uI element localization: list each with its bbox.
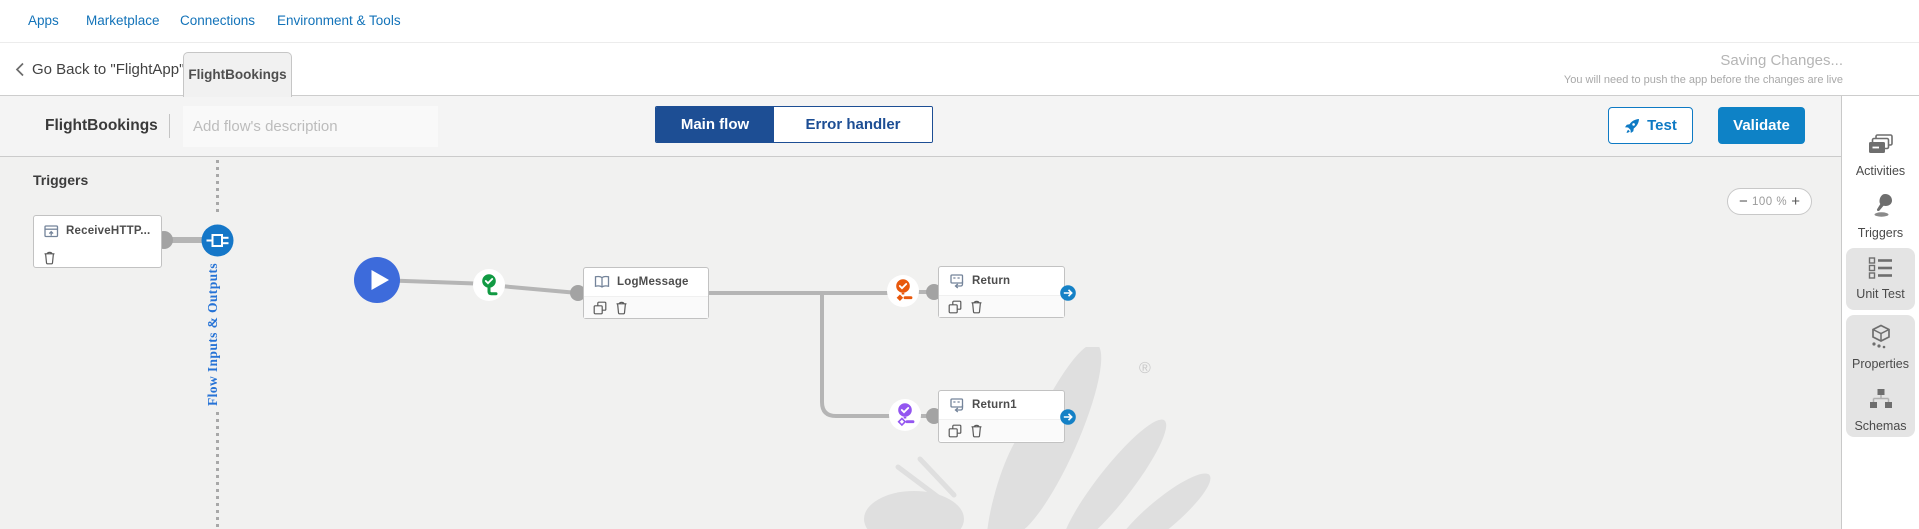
branch-purple-icon — [897, 403, 914, 427]
return1-output-arrow[interactable] — [1060, 409, 1076, 430]
schemas-icon — [1869, 389, 1892, 408]
return-icon — [950, 274, 964, 289]
flow-mode-toggle: Main flow Error handler — [655, 106, 933, 143]
sidebar-label-triggers: Triggers — [1857, 226, 1904, 240]
copy-node-button[interactable] — [948, 424, 962, 438]
node-return[interactable]: Return — [938, 266, 1065, 318]
nav-environment-tools[interactable]: Environment & Tools — [277, 13, 401, 28]
sidebar-item-schemas[interactable]: Schemas — [1842, 388, 1919, 433]
node-return1-label: Return1 — [972, 399, 1017, 411]
activities-icon — [1869, 134, 1893, 153]
zoom-in-button[interactable]: + — [1791, 193, 1800, 210]
flow-inputs-outputs-link[interactable]: Flow Inputs & Outputs — [205, 262, 220, 406]
delete-node-button[interactable] — [970, 423, 983, 438]
app-bar: Go Back to "FlightApp" FlightBookings Sa… — [0, 43, 1919, 97]
go-back-label: Go Back to "FlightApp" — [32, 61, 185, 78]
zoom-out-button[interactable]: − — [1739, 193, 1748, 210]
trash-icon — [971, 300, 982, 314]
return-output-arrow[interactable] — [1060, 285, 1076, 306]
saving-status-note: You will need to push the app before the… — [1563, 74, 1843, 86]
copy-icon — [948, 424, 962, 437]
sidebar-label-properties: Properties — [1852, 357, 1909, 371]
sidebar-item-unit-test[interactable]: Unit Test — [1842, 256, 1919, 301]
flow-description-input[interactable] — [183, 106, 438, 147]
node-return1[interactable]: Return1 — [938, 390, 1065, 443]
branch-otherwise-indicator[interactable] — [889, 399, 921, 431]
trigger-node-receivehttp[interactable]: ReceiveHTTP... — [33, 215, 162, 268]
nav-apps[interactable]: Apps — [28, 13, 59, 28]
nav-marketplace[interactable]: Marketplace — [86, 13, 160, 28]
trigger-attach-plug[interactable] — [201, 224, 234, 262]
connector-lines — [138, 231, 942, 424]
trash-icon — [616, 301, 627, 315]
flow-title: FlightBookings — [45, 117, 158, 134]
test-button[interactable]: Test — [1608, 107, 1693, 144]
right-sidebar: Activities Triggers Unit Test Proper — [1841, 96, 1919, 529]
saving-status-text: Saving Changes... — [1720, 52, 1843, 69]
triggers-icon — [1874, 194, 1892, 217]
branch-success-indicator[interactable] — [473, 269, 505, 301]
log-icon — [594, 275, 610, 288]
trash-icon — [971, 424, 982, 438]
http-trigger-icon — [44, 224, 59, 237]
validate-button[interactable]: Validate — [1718, 107, 1805, 144]
arrow-right-icon — [1060, 409, 1076, 425]
sidebar-label-schemas: Schemas — [1854, 419, 1907, 433]
sidebar-label-unit-test: Unit Test — [1856, 287, 1905, 301]
arrow-right-icon — [1060, 285, 1076, 301]
properties-icon — [1871, 324, 1890, 349]
zoom-control: − 100 % + — [1727, 188, 1812, 215]
sidebar-item-properties[interactable]: Properties — [1842, 324, 1919, 371]
go-back-link[interactable]: Go Back to "FlightApp" — [15, 43, 184, 96]
tab-error-handler[interactable]: Error handler — [774, 107, 932, 142]
saving-status: Saving Changes... You will need to push … — [1564, 52, 1843, 86]
io-divider-top — [216, 160, 219, 213]
node-return-label: Return — [972, 275, 1011, 287]
flow-header: FlightBookings Main flow Error handler T… — [0, 96, 1841, 157]
node-logmessage[interactable]: LogMessage — [583, 267, 709, 319]
delete-node-button[interactable] — [615, 300, 628, 315]
test-button-label: Test — [1647, 117, 1677, 134]
io-divider-bottom — [216, 412, 219, 529]
branch-condition-indicator[interactable] — [887, 275, 919, 307]
tab-main-flow[interactable]: Main flow — [656, 107, 774, 142]
copy-node-button[interactable] — [948, 300, 962, 314]
flow-start-button[interactable] — [354, 257, 400, 308]
branch-orange-icon — [895, 279, 912, 301]
delete-node-button[interactable] — [970, 299, 983, 314]
node-logmessage-label: LogMessage — [617, 276, 689, 288]
sidebar-item-triggers[interactable]: Triggers — [1842, 193, 1919, 240]
triggers-heading: Triggers — [33, 172, 89, 188]
plug-icon — [201, 224, 234, 257]
sidebar-item-activities[interactable]: Activities — [1842, 134, 1919, 178]
unit-test-icon — [1868, 257, 1892, 279]
flow-tab[interactable]: FlightBookings — [183, 52, 292, 97]
unit-test-block — [1846, 248, 1915, 310]
zoom-level: 100 % — [1751, 195, 1788, 208]
branch-green-icon — [481, 273, 497, 295]
trigger-node-label: ReceiveHTTP... — [66, 225, 151, 237]
rocket-icon — [1625, 118, 1640, 133]
delete-trigger-button[interactable] — [43, 250, 56, 265]
registered-symbol: ® — [1139, 360, 1151, 377]
chevron-left-icon — [15, 62, 24, 77]
flow-canvas: ® Triggers ReceiveHTTP... — [0, 157, 1841, 529]
trash-icon — [44, 251, 55, 264]
return-icon — [950, 398, 964, 413]
sidebar-label-activities: Activities — [1855, 164, 1906, 178]
nav-connections[interactable]: Connections — [180, 13, 256, 28]
title-separator — [169, 114, 170, 138]
play-icon — [354, 257, 400, 303]
top-nav: Apps Marketplace Connections Environment… — [0, 0, 1919, 43]
copy-node-button[interactable] — [593, 301, 607, 315]
copy-icon — [593, 301, 607, 314]
copy-icon — [948, 300, 962, 313]
